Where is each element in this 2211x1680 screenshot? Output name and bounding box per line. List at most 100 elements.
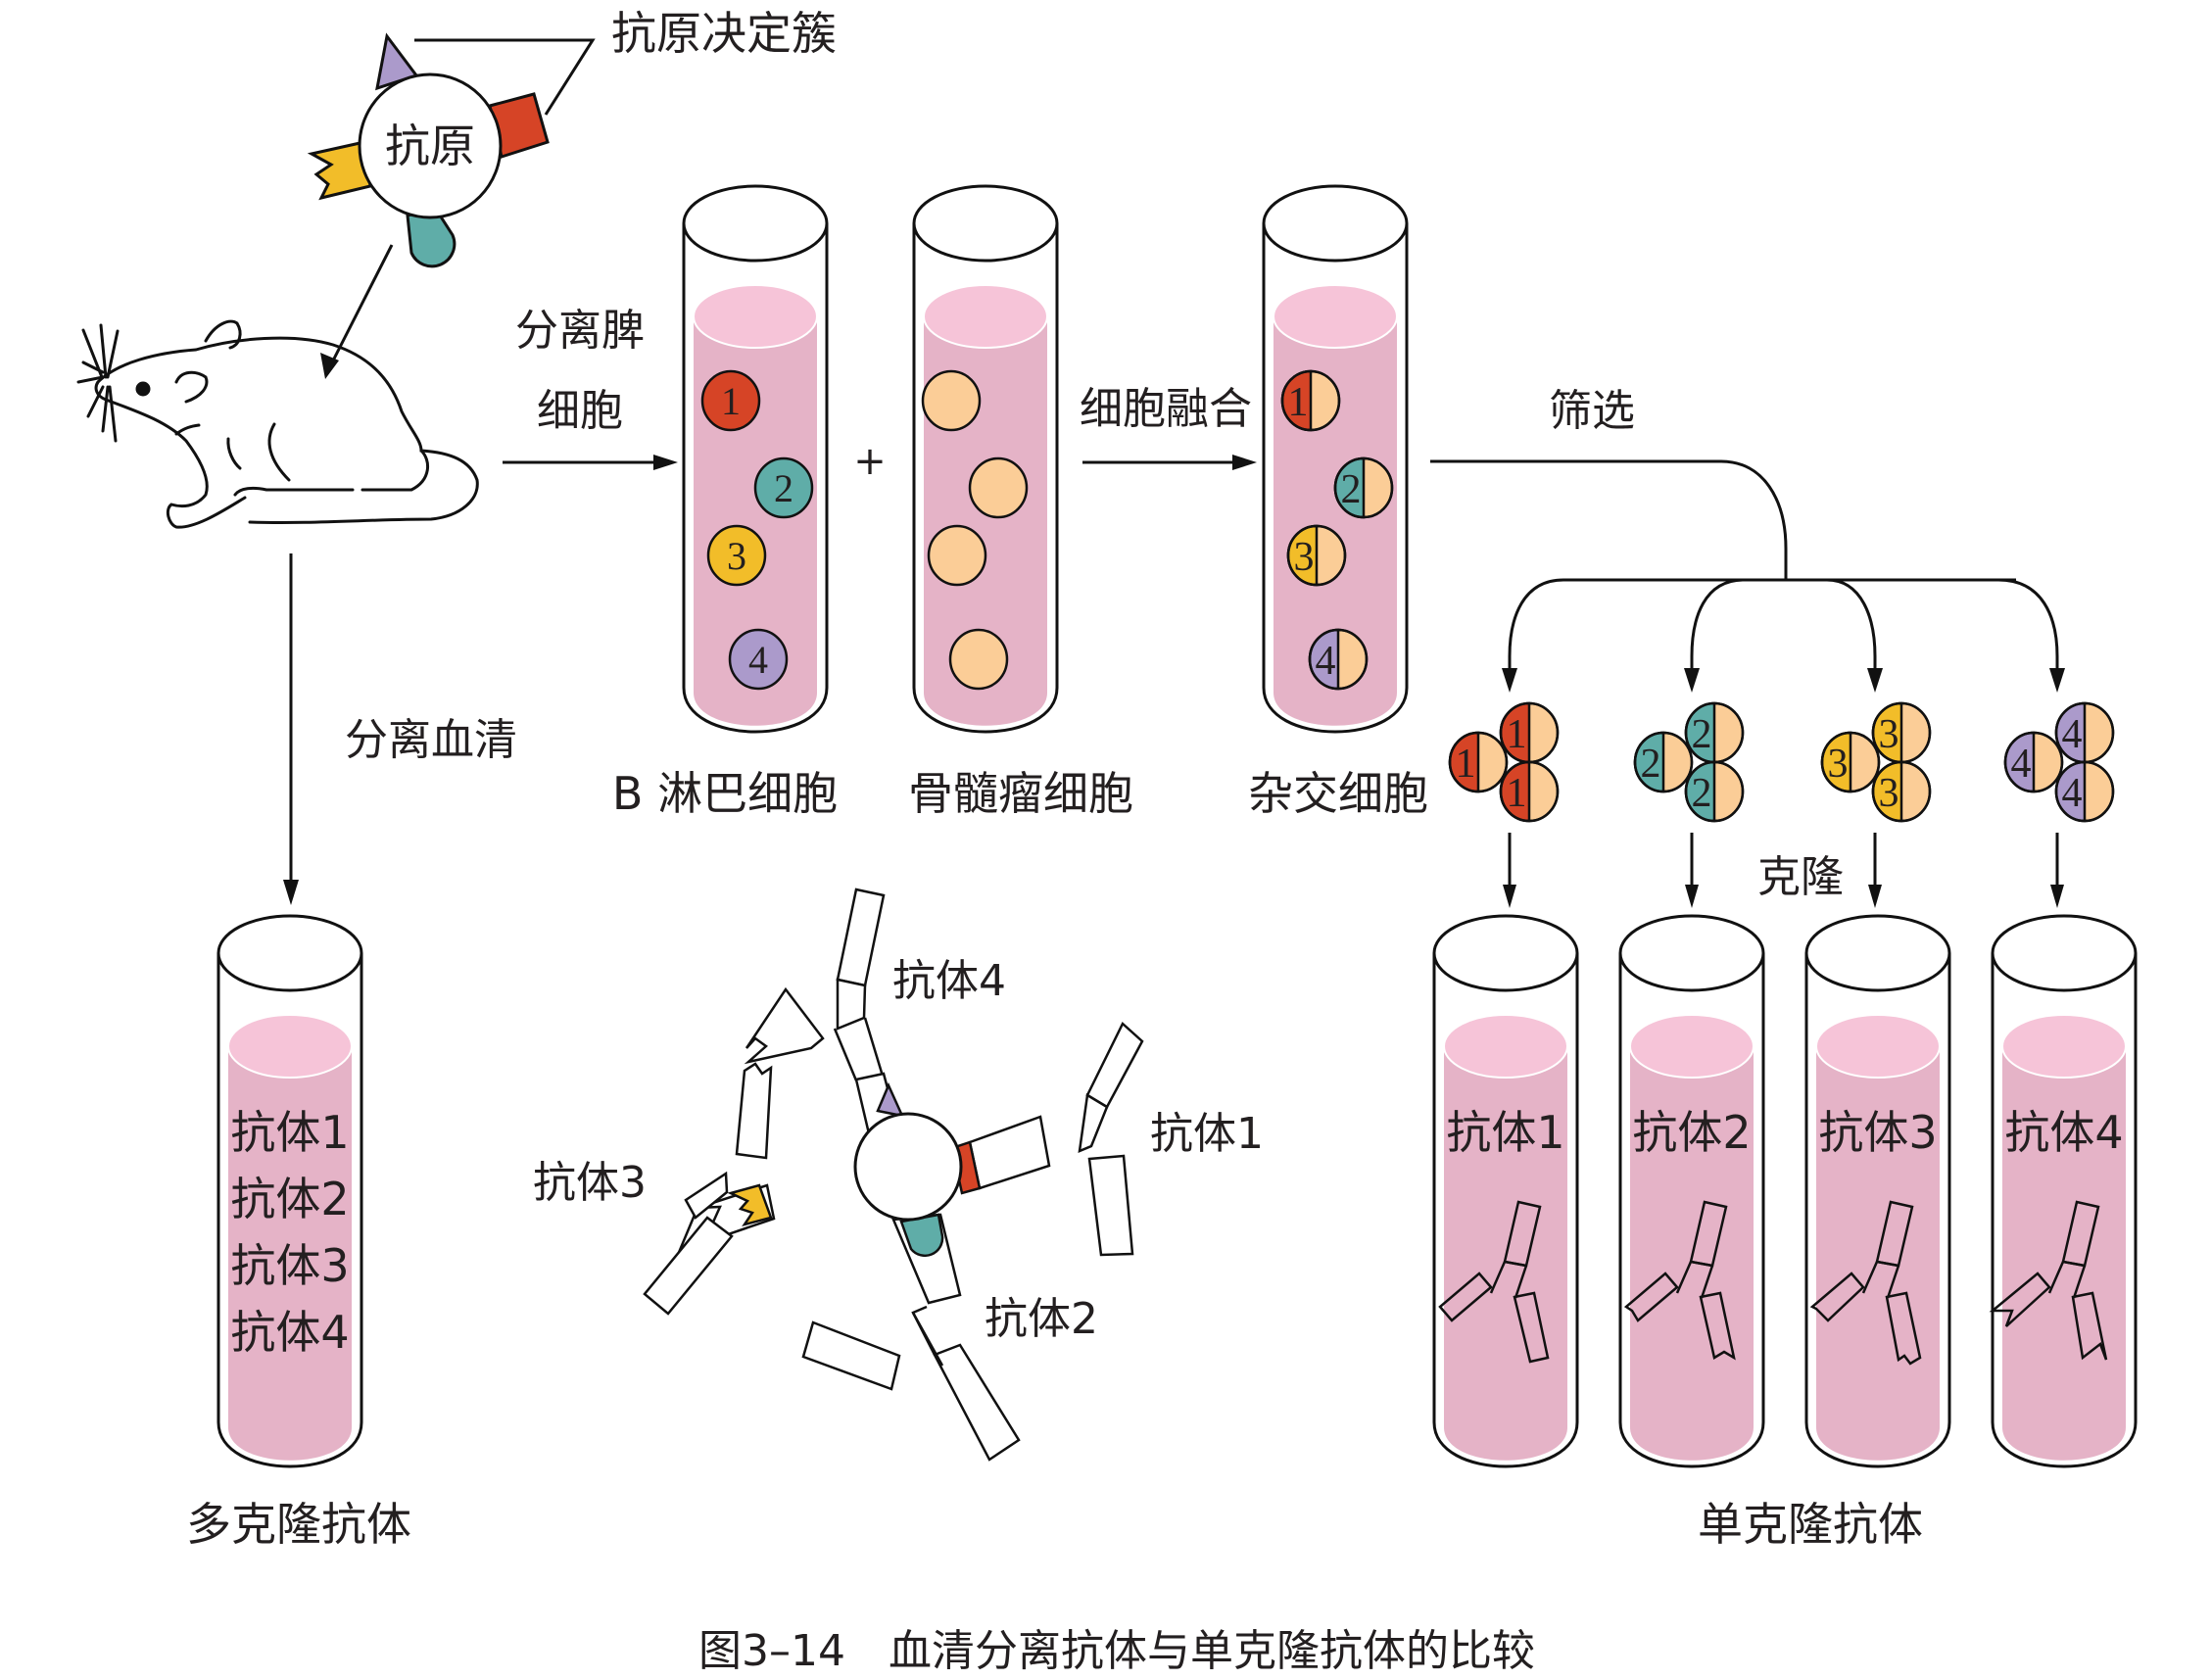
tube-monoclonal-2: 抗体2 <box>1618 914 1765 1468</box>
cell-number: 3 <box>727 534 746 578</box>
arrowhead-icon <box>653 455 678 470</box>
liquid-surface <box>227 1014 353 1079</box>
label-monoclonal: 单克隆抗体 <box>1698 1498 1923 1551</box>
clone-cell: 2 <box>1684 701 1745 764</box>
branch-arrow-4 <box>1997 578 2059 676</box>
cell-number: 4 <box>2061 771 2082 816</box>
branch-arrow-1 <box>1508 578 1564 676</box>
epitope-3-jagged <box>307 140 372 201</box>
epitope-2-bound <box>899 1213 944 1258</box>
cell-number: 2 <box>1691 771 1711 816</box>
bound-antibody-label-1: 抗体1 <box>1150 1109 1264 1159</box>
selection-line <box>1430 459 1788 580</box>
antigen-group: 抗原 抗原决定簇 <box>307 7 837 379</box>
antibody-icon <box>1623 1200 1736 1361</box>
b-cell-2: 2 <box>753 456 814 519</box>
step-cloning: 克隆 <box>1757 852 1844 902</box>
tube-rim <box>216 914 363 992</box>
arrowhead-icon <box>2049 668 2065 693</box>
branch-arrow-2 <box>1690 578 1745 676</box>
tube-rim <box>912 184 1059 263</box>
antibody-segment <box>933 1343 1021 1462</box>
tube-monoclonal-4: 抗体4 <box>1989 914 2138 1468</box>
antibody-segment <box>735 1062 773 1160</box>
antibody-segment <box>1078 1092 1109 1153</box>
antibody-segment <box>1085 1021 1144 1109</box>
cell-number: 1 <box>1506 712 1526 757</box>
cell-number: 4 <box>1315 639 1335 684</box>
clone-cell: 2 <box>1633 731 1694 793</box>
clone-cluster-4: 444 <box>2003 701 2115 823</box>
antigen-circle-bound <box>853 1112 963 1222</box>
epitope-2-knob <box>406 206 457 268</box>
tube-outline <box>216 953 363 1468</box>
arrowhead-icon <box>2050 885 2064 908</box>
antibody-icon <box>1989 1200 2108 1361</box>
arrowhead-icon <box>1868 885 1882 908</box>
polyclonal-content-label: 抗体1 <box>230 1106 349 1159</box>
hybrid-cell-2: 2 <box>1333 456 1394 519</box>
cell-number: 2 <box>1640 742 1660 787</box>
tube-rim <box>1618 914 1765 992</box>
cell-number: 2 <box>1691 712 1711 757</box>
cell-number: 1 <box>721 379 741 423</box>
liquid-surface <box>1273 284 1398 349</box>
cell-number: 4 <box>2010 742 2031 787</box>
epitope-4-bound <box>876 1081 905 1118</box>
tube-monoclonal-1: 抗体1 <box>1432 914 1579 1468</box>
tube-outline <box>682 223 829 734</box>
antibody-icon <box>1438 1200 1550 1364</box>
tube-outline <box>1991 953 2138 1468</box>
label-b-lymphocyte: B 淋巴细胞 <box>612 767 838 820</box>
clone-cluster-1: 111 <box>1448 701 1560 823</box>
clone-cell: 3 <box>1871 701 1932 764</box>
arrowhead-icon <box>1685 885 1699 908</box>
tube-monoclonal-3: 抗体3 <box>1804 914 1951 1468</box>
arrowhead-icon <box>1867 668 1883 693</box>
liquid-surface <box>1815 1014 1941 1079</box>
clone-cell: 3 <box>1871 760 1932 823</box>
cell-number: 1 <box>1506 771 1526 816</box>
hybrid-cell-1: 1 <box>1280 369 1341 432</box>
myeloma-cell <box>948 628 1009 691</box>
b-cell-3: 3 <box>706 524 767 587</box>
cell-number: 4 <box>2061 712 2082 757</box>
polyclonal-content-label: 抗体3 <box>230 1239 349 1292</box>
clone-cell: 1 <box>1499 760 1560 823</box>
clone-cell: 3 <box>1820 731 1881 793</box>
antibody-segment <box>836 888 886 987</box>
clone-arrows <box>1503 833 2064 908</box>
bound-antibody-label-4: 抗体4 <box>892 956 1006 1006</box>
tube-outline <box>1618 953 1765 1468</box>
step-screening: 筛选 <box>1549 386 1635 436</box>
monoclonal-content-label: 抗体2 <box>1632 1106 1751 1159</box>
polyclonal-content-label: 抗体4 <box>230 1306 349 1359</box>
liquid-surface <box>1629 1014 1754 1079</box>
myeloma-cell <box>921 369 982 432</box>
cell-number: 4 <box>748 638 768 682</box>
step-cell-fusion: 细胞融合 <box>1080 384 1252 434</box>
clone-cell: 4 <box>2003 731 2064 793</box>
step-isolate-spleen-line2: 细胞 <box>537 386 623 436</box>
cell-number: 2 <box>1340 467 1361 512</box>
liquid-surface <box>2001 1014 2127 1079</box>
cell-number: 1 <box>1455 742 1475 787</box>
cell-number: 3 <box>1878 771 1899 816</box>
clone-cell: 4 <box>2054 760 2115 823</box>
polyclonal-content-label: 抗体2 <box>230 1173 349 1225</box>
mouse-icon <box>76 319 479 529</box>
antibody-icon <box>1809 1200 1922 1366</box>
antigen-circle <box>358 72 503 219</box>
epitope-3-bound <box>727 1183 773 1227</box>
cell-number: 3 <box>1878 712 1899 757</box>
myeloma-cell <box>927 524 987 587</box>
cell-number: 2 <box>774 466 793 510</box>
arrowhead-icon <box>1502 668 1517 693</box>
monoclonal-content-label: 抗体3 <box>1818 1106 1937 1159</box>
plus-sign: + <box>853 439 887 484</box>
liquid-surface <box>1443 1014 1568 1079</box>
antigen-label: 抗原 <box>385 120 475 172</box>
